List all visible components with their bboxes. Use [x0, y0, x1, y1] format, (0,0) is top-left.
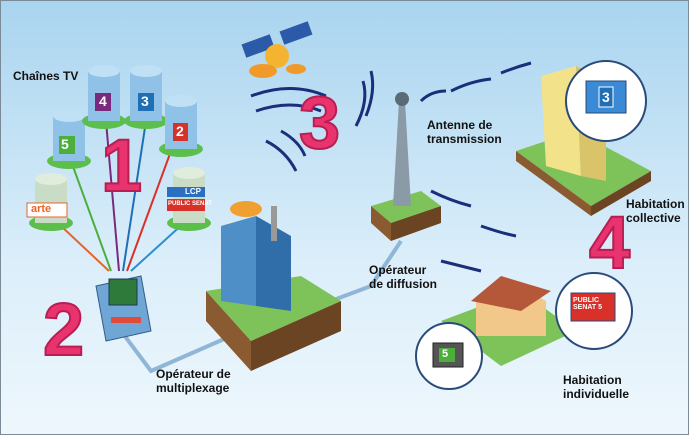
transmission-antenna	[371, 92, 441, 241]
step-2: 2	[42, 288, 85, 371]
tower-lcp-public-senat	[167, 167, 211, 231]
tower-arte	[26, 173, 73, 231]
multiplex-building	[206, 201, 341, 371]
step-3: 3	[298, 81, 341, 164]
channel-arte-logo: arte	[31, 203, 52, 215]
tv-screen-individual-right: PUBLIC SENAT 5	[573, 297, 603, 311]
channel-lcp-logo: LCP	[185, 187, 201, 196]
tower-5	[47, 110, 91, 169]
apartment-building	[516, 60, 651, 216]
tv-screen-individual-left: 5	[442, 348, 449, 360]
channel-public-senat-logo: PUBLIC SENAT	[168, 201, 212, 207]
satellite	[241, 21, 313, 78]
step-4: 4	[588, 201, 631, 284]
channel-3-logo: 3	[141, 93, 149, 109]
tower-2	[159, 95, 203, 157]
tv-screen-collective: 3	[602, 89, 610, 105]
tower-4	[82, 65, 126, 129]
channel-4-logo: 4	[99, 93, 107, 109]
channel-5-logo: 5	[61, 136, 69, 152]
channel-2-logo: 2	[176, 123, 184, 139]
label-channels: Chaînes TV	[13, 69, 79, 83]
channel-towers	[26, 65, 211, 231]
step-1: 1	[100, 124, 143, 207]
multiplexer-box	[95, 275, 152, 342]
individual-house	[415, 272, 633, 390]
broadcast-waves	[250, 61, 532, 273]
tower-3	[124, 65, 168, 129]
